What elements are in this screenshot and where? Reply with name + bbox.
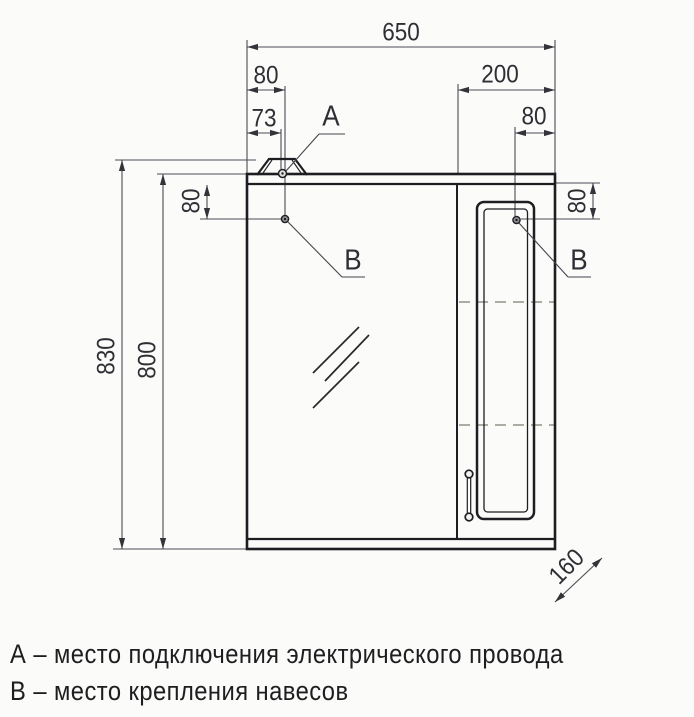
mirror-glass-marks [312, 326, 370, 409]
legend-line-b: В – место крепления навесов [10, 676, 349, 706]
door-frame-outer [475, 200, 536, 521]
door-frame-inner [483, 208, 529, 513]
dim-800-label: 800 [133, 341, 162, 379]
cabinet-outline [245, 172, 557, 551]
dim-80-right-drop-label: 80 [563, 188, 592, 214]
dimension-lines [118, 43, 603, 603]
callout-b-right-label: В [570, 244, 588, 277]
extension-lines [113, 40, 600, 550]
cabinet-body [245, 157, 557, 551]
dim-200-label: 200 [481, 60, 519, 89]
dim-73-label: 73 [251, 104, 277, 133]
dim-80-top-left-label: 80 [253, 61, 279, 90]
dim-line-160-depth [554, 557, 603, 603]
callout-markers [277, 168, 521, 225]
dim-650-label: 650 [382, 18, 420, 47]
point-b-left-marker [280, 214, 290, 224]
callout-b-left-label: В [344, 244, 362, 277]
point-b-right-marker [512, 215, 521, 225]
dim-80-top-right-label: 80 [521, 102, 547, 131]
shelf-dashed-lines [459, 301, 554, 426]
door-handle [464, 469, 474, 522]
legend-line-a: А – место подключения электрического про… [10, 639, 564, 669]
point-a-marker [277, 168, 288, 179]
callout-a-label: А [322, 100, 340, 133]
dim-830-label: 830 [92, 337, 121, 375]
callout-leaders [285, 133, 591, 278]
dim-80-left-drop-label: 80 [177, 188, 206, 214]
